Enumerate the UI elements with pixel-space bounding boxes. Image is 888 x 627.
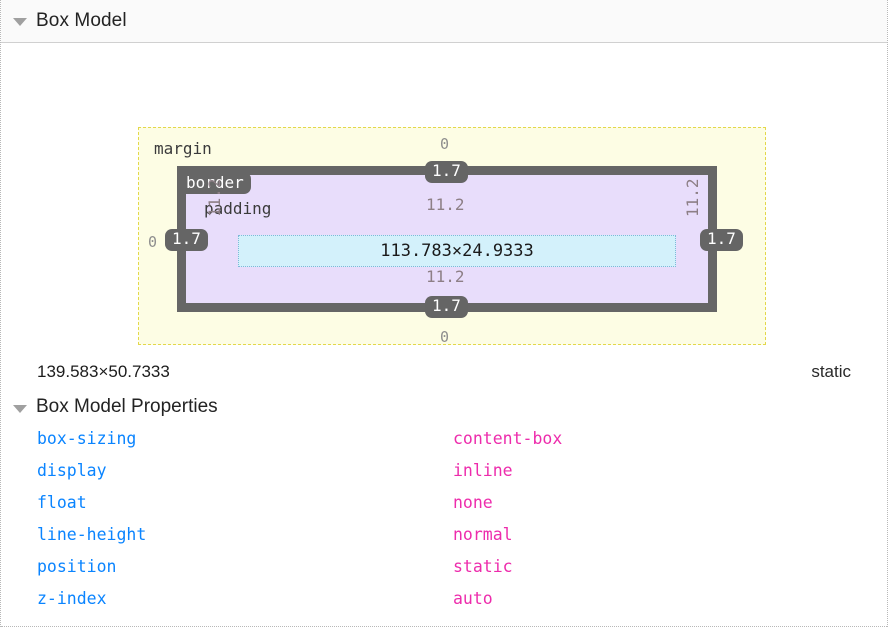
property-value[interactable]: normal [453, 525, 513, 544]
content-size-label: 113.783×24.9333 [380, 241, 534, 261]
triangle-down-icon[interactable] [13, 404, 27, 413]
content-region[interactable]: 113.783×24.9333 [238, 235, 676, 267]
box-model-diagram: 113.783×24.9333 margin border padding 0 … [1, 43, 887, 346]
property-name: display [37, 461, 107, 480]
property-row[interactable]: z-index auto [1, 589, 887, 621]
property-name: z-index [37, 589, 107, 608]
border-top-value[interactable]: 1.7 [425, 161, 468, 183]
box-model-summary: 139.583×50.7333 static [1, 358, 887, 386]
property-row[interactable]: line-height normal [1, 525, 887, 557]
padding-label: padding [204, 199, 272, 218]
property-value[interactable]: auto [453, 589, 493, 608]
margin-left-value[interactable]: 0 [148, 233, 158, 251]
property-name: line-height [37, 525, 147, 544]
margin-top-value[interactable]: 0 [440, 135, 450, 153]
padding-right-value[interactable]: 11.2 [683, 178, 702, 217]
property-name: box-sizing [37, 429, 137, 448]
page-title: Box Model [36, 10, 127, 31]
border-region[interactable]: 113.783×24.9333 [177, 166, 717, 312]
box-model-properties-header[interactable]: Box Model Properties [13, 396, 218, 418]
element-position-label: static [811, 362, 851, 381]
property-row[interactable]: position static [1, 557, 887, 589]
border-left-value[interactable]: 1.7 [165, 229, 208, 251]
border-label: border [180, 172, 251, 194]
padding-region[interactable]: 113.783×24.9333 [186, 175, 708, 303]
border-bottom-value[interactable]: 1.7 [425, 296, 468, 318]
property-value[interactable]: content-box [453, 429, 563, 448]
property-name: float [37, 493, 87, 512]
property-row[interactable]: display inline [1, 461, 887, 493]
box-model-header[interactable]: Box Model [1, 0, 887, 43]
triangle-down-icon[interactable] [13, 18, 27, 26]
padding-top-value[interactable]: 11.2 [426, 195, 465, 214]
property-name: position [37, 557, 117, 576]
border-right-value[interactable]: 1.7 [700, 229, 743, 251]
box-model-properties-title: Box Model Properties [36, 396, 218, 417]
property-value[interactable]: inline [453, 461, 513, 480]
padding-left-value[interactable]: 11.2 [205, 178, 224, 217]
property-value[interactable]: static [453, 557, 513, 576]
element-size-label: 139.583×50.7333 [37, 362, 170, 381]
margin-label: margin [154, 139, 212, 158]
property-row[interactable]: float none [1, 493, 887, 525]
padding-bottom-value[interactable]: 11.2 [426, 267, 465, 286]
margin-bottom-value[interactable]: 0 [440, 328, 450, 346]
property-value[interactable]: none [453, 493, 493, 512]
box-model-properties-list: box-sizing content-box display inline fl… [1, 429, 887, 621]
property-row[interactable]: box-sizing content-box [1, 429, 887, 461]
